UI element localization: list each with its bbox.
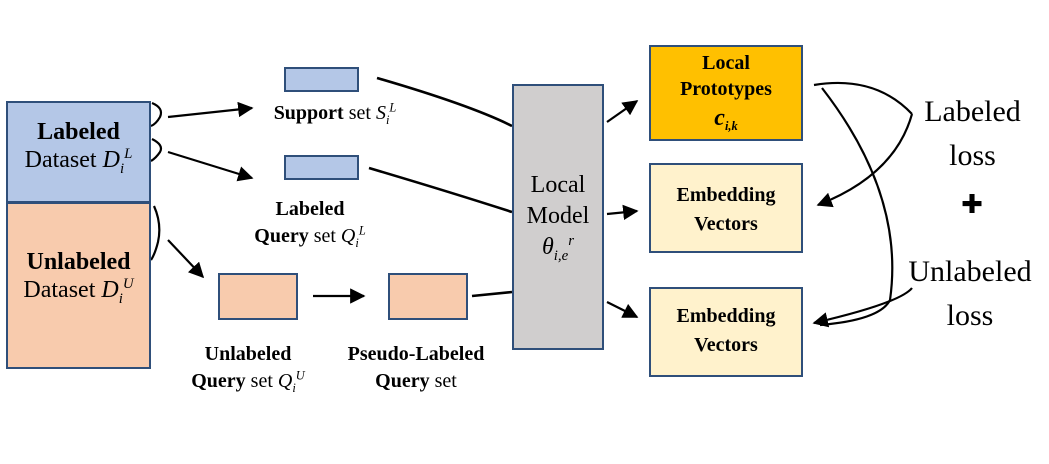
- unlabeled-query-box: [218, 273, 298, 320]
- labeled-query-box: [284, 155, 359, 180]
- brace-support: [150, 101, 163, 128]
- pseudo-query-box: [388, 273, 468, 320]
- embedding-vectors-top-box: [649, 163, 803, 253]
- unlabeled-dataset-label: Unlabeled Dataset DiU: [23, 249, 134, 308]
- arrow-to-embedding-top: [606, 204, 639, 221]
- local-prototypes-label: Local Prototypes ci,k: [680, 52, 772, 133]
- local-prototypes-box: [649, 45, 803, 141]
- pseudo-query-label: Pseudo-Labeled Query set: [347, 343, 485, 392]
- labeled-dataset-box: [6, 101, 151, 203]
- line-support-to-model: [376, 76, 513, 128]
- embedding-vectors-top-label: Embedding Vectors: [676, 184, 776, 235]
- support-set-box: [284, 67, 359, 92]
- line-pseudo-to-model: [471, 290, 513, 298]
- labeled-dataset-label: Labeled Dataset DiL: [24, 119, 133, 178]
- cross-arc: [819, 87, 894, 327]
- arrow-to-unlabeled-query: [167, 239, 205, 279]
- arrow-to-support: [167, 101, 254, 119]
- line-query-to-model: [368, 166, 513, 214]
- brace-unlabeled: [150, 205, 161, 261]
- labeled-loss-label: Labeled loss: [924, 95, 1021, 172]
- local-model-box: [512, 84, 604, 350]
- unlabeled-loss-arc: [812, 287, 913, 328]
- local-model-label: Local Model θi,er: [526, 172, 590, 265]
- plus-icon: ✚: [961, 190, 983, 219]
- support-set-label: Support set SiL: [273, 100, 397, 127]
- arrow-to-embedding-bottom: [606, 301, 639, 318]
- brace-labeled-query: [150, 138, 163, 162]
- embedding-vectors-bottom-box: [649, 287, 803, 377]
- unlabeled-dataset-box: [6, 202, 151, 369]
- unlabeled-query-label: Unlabeled Query set QiU: [191, 343, 305, 395]
- arrow-to-prototypes: [606, 100, 639, 123]
- labeled-query-label: Labeled Query set QiL: [254, 198, 366, 250]
- unlabeled-loss-label: Unlabeled loss: [908, 255, 1032, 332]
- arrow-to-labeled-query: [167, 150, 254, 182]
- embedding-vectors-bottom-label: Embedding Vectors: [676, 305, 776, 356]
- labeled-loss-arc: [814, 81, 914, 205]
